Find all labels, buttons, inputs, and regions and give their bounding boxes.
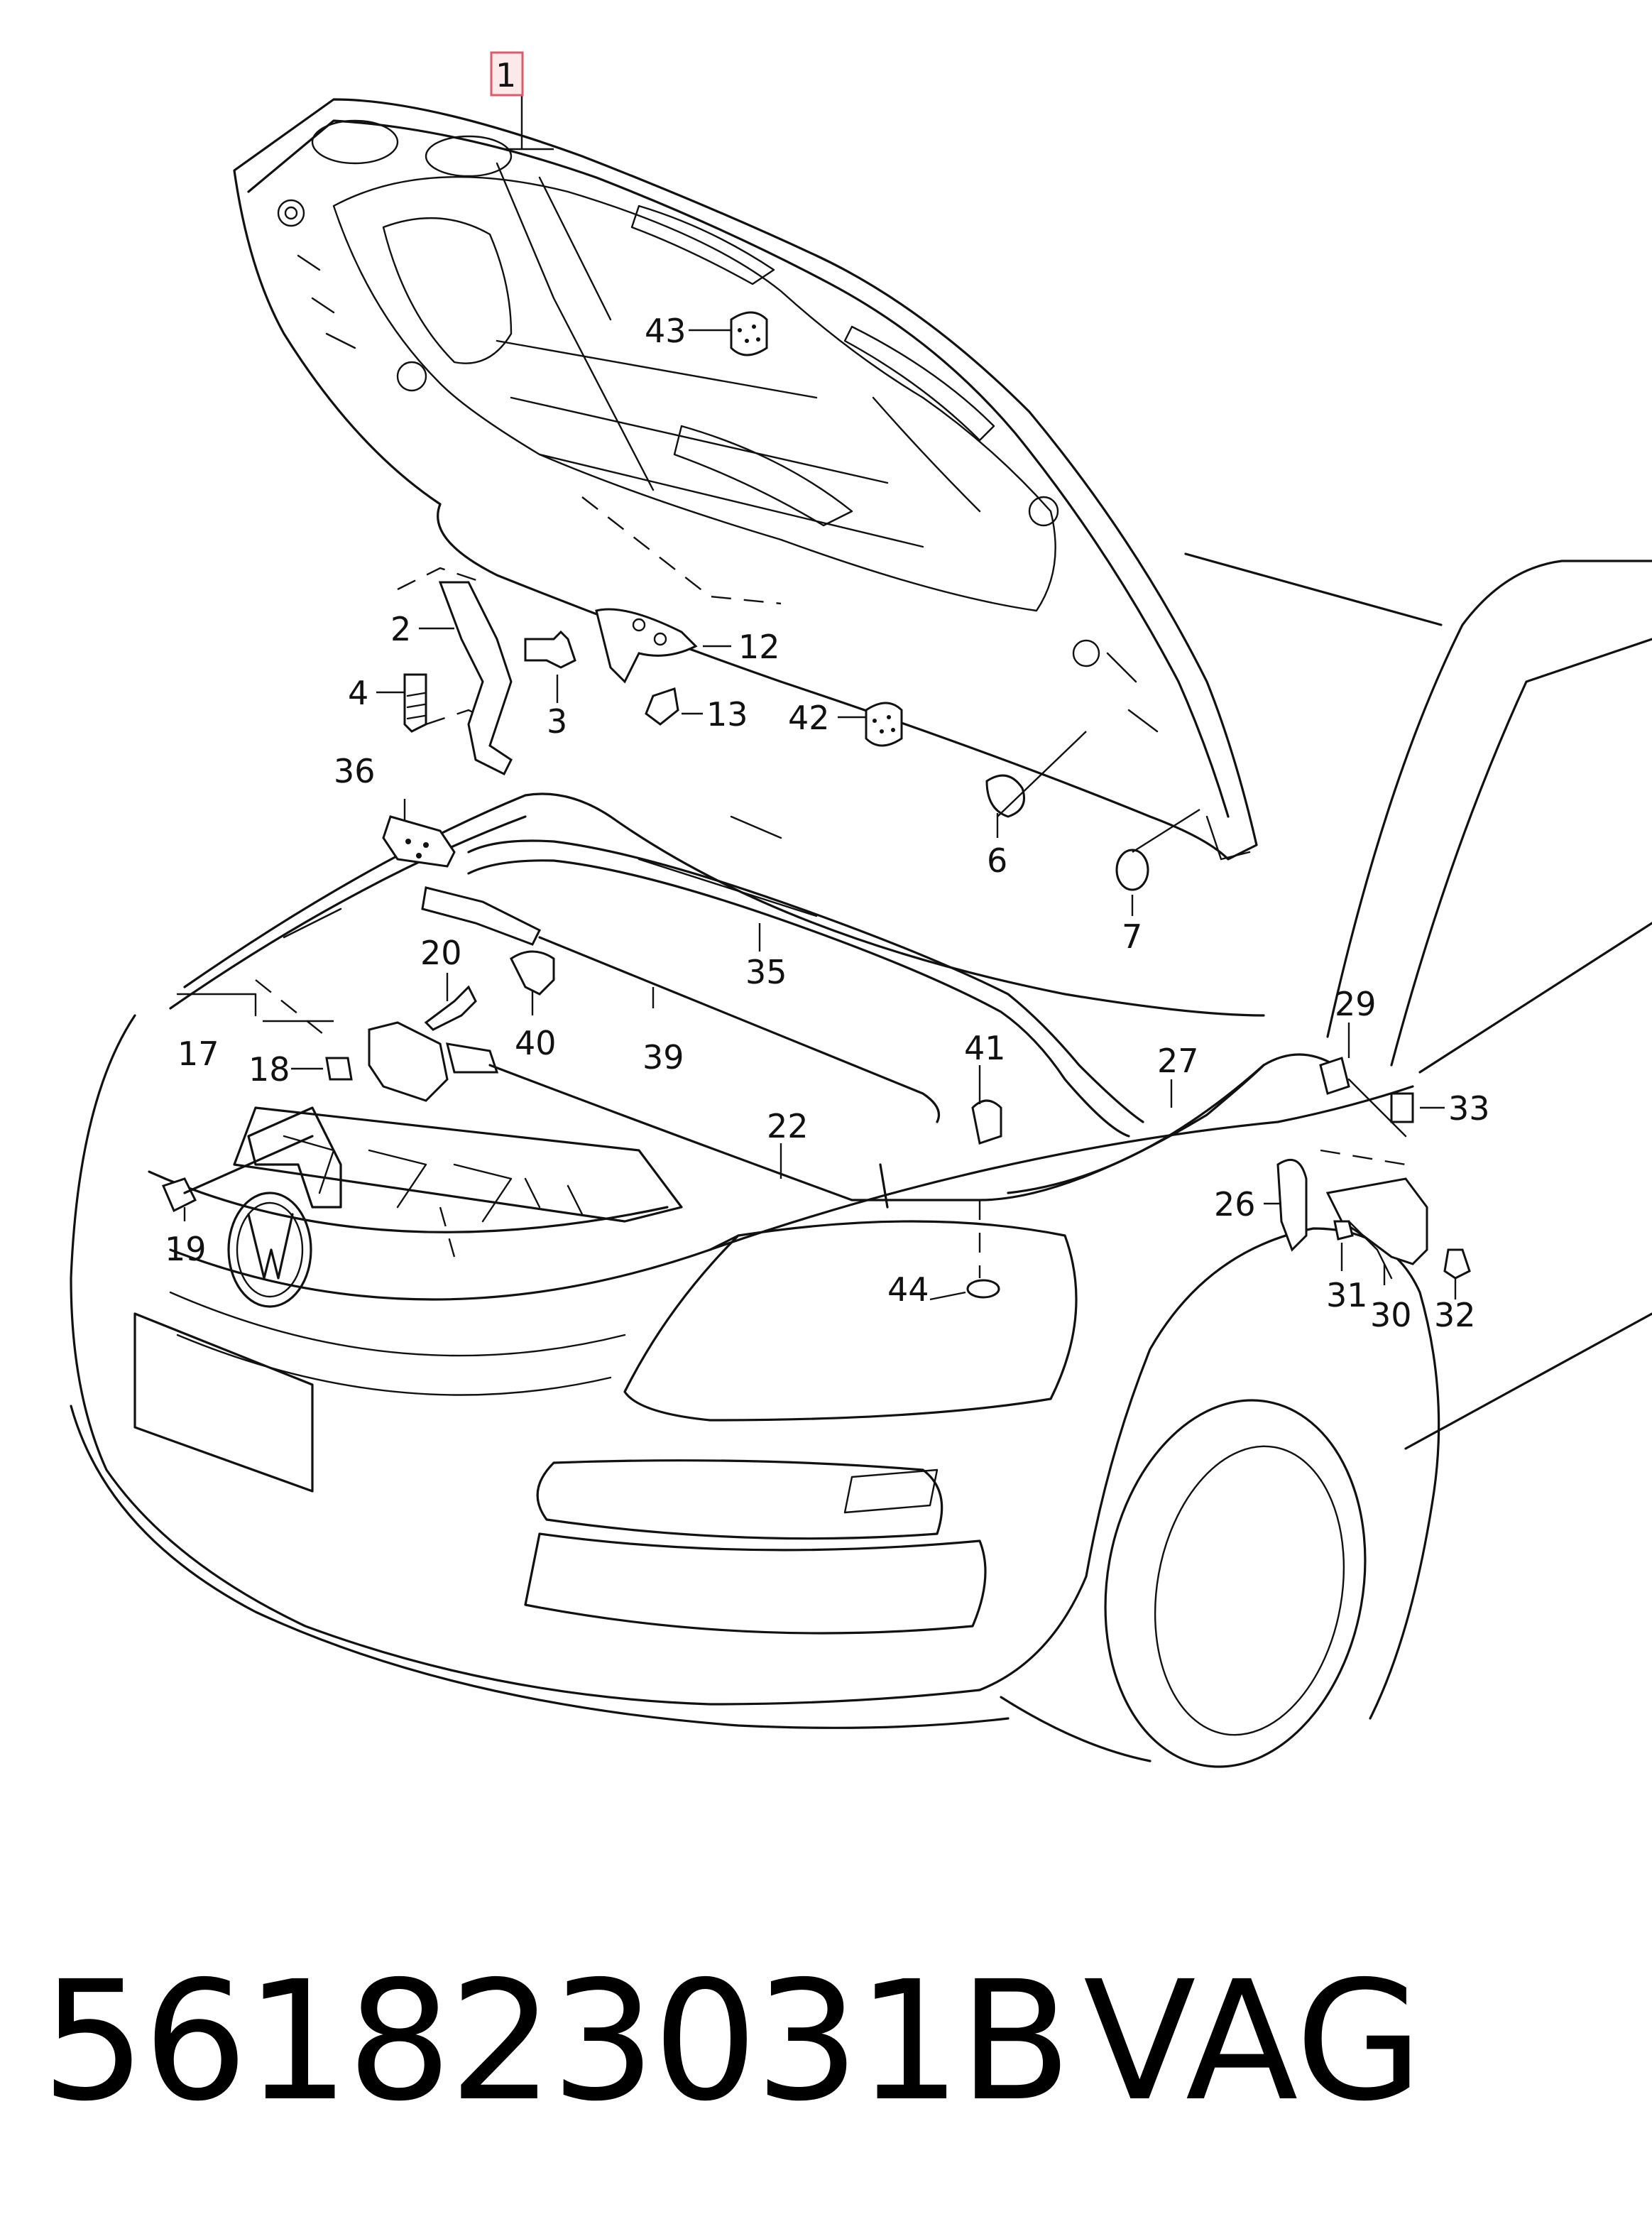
callout-29: 29 xyxy=(1335,985,1377,1023)
callout-7: 7 xyxy=(1122,917,1142,956)
callout-26: 26 xyxy=(1214,1185,1256,1223)
parts xyxy=(161,311,1471,1308)
callout-41: 41 xyxy=(964,1029,1006,1067)
callout-31: 31 xyxy=(1326,1276,1368,1314)
callout-40: 40 xyxy=(515,1024,557,1062)
buffer-43 xyxy=(730,311,768,356)
pad-6 xyxy=(985,774,1025,818)
callout-30: 30 xyxy=(1370,1296,1412,1334)
callout-1: 1 xyxy=(496,56,516,94)
seal-7 xyxy=(1115,849,1149,891)
callout-39: 39 xyxy=(642,1038,684,1076)
prop-rod xyxy=(538,936,941,1123)
callout-labels: 1 2 3 4 6 7 12 13 17 18 19 20 22 26 27 2… xyxy=(165,56,1490,1334)
hinge-bolt xyxy=(524,630,576,669)
callout-32: 32 xyxy=(1434,1296,1476,1334)
hinge xyxy=(438,581,513,776)
callout-35: 35 xyxy=(745,953,787,991)
hood xyxy=(233,98,1258,861)
guide-lines xyxy=(255,496,1406,1278)
car-body xyxy=(70,552,1652,1768)
bolt-13 xyxy=(645,687,679,726)
lock-cable-end xyxy=(445,1042,499,1074)
callout-43: 43 xyxy=(645,312,686,350)
callout-3: 3 xyxy=(547,702,567,741)
callout-4: 4 xyxy=(348,674,368,712)
screw-31 xyxy=(1333,1220,1354,1241)
part-number: 561823031B xyxy=(41,1946,1072,2137)
callout-22: 22 xyxy=(767,1107,809,1145)
prop-rod-end xyxy=(421,886,542,946)
callout-44: 44 xyxy=(887,1270,929,1309)
plug-44 xyxy=(966,1279,1000,1299)
bolt-4 xyxy=(403,673,427,733)
leader-lines xyxy=(183,92,1457,1301)
callout-20: 20 xyxy=(420,934,462,972)
bolt-20 xyxy=(424,985,477,1031)
clip-32 xyxy=(1443,1248,1471,1280)
brand-name: VAG xyxy=(1083,1946,1423,2137)
vw-emblem xyxy=(227,1192,312,1308)
connector-29 xyxy=(1319,1057,1350,1095)
seal-strip xyxy=(467,839,1144,1123)
latch-catch xyxy=(595,608,698,684)
callout-12: 12 xyxy=(738,628,780,666)
callout-2: 2 xyxy=(390,610,411,648)
callout-6: 6 xyxy=(987,841,1007,880)
callout-18: 18 xyxy=(248,1050,290,1089)
callout-33: 33 xyxy=(1448,1089,1490,1128)
release-handle xyxy=(1276,1158,1308,1252)
lock xyxy=(368,1021,449,1102)
nut-18 xyxy=(325,1057,353,1081)
highlight-box xyxy=(490,51,524,97)
cable-27 xyxy=(1007,1053,1336,1194)
release-cable xyxy=(488,1064,1265,1201)
callout-36: 36 xyxy=(334,752,376,790)
callout-13: 13 xyxy=(706,695,748,734)
bolt-19 xyxy=(161,1177,197,1213)
callout-19: 19 xyxy=(165,1230,207,1268)
holder-41 xyxy=(971,1099,1002,1145)
clip-33 xyxy=(1390,1092,1414,1123)
footer: 561823031B VAG xyxy=(41,1946,1603,2159)
buffer-42 xyxy=(865,702,903,747)
callout-42: 42 xyxy=(788,699,830,737)
callout-17: 17 xyxy=(177,1035,219,1073)
bracket-36 xyxy=(382,815,456,868)
callout-27: 27 xyxy=(1157,1042,1199,1080)
clip-40 xyxy=(510,950,555,996)
